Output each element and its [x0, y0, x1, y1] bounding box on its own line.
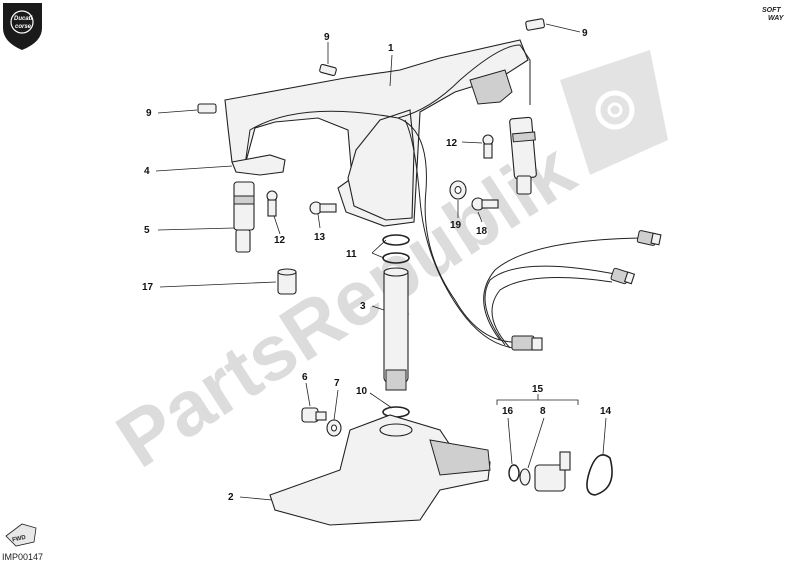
bolt-12-right	[482, 134, 494, 159]
bolt-18	[471, 197, 499, 211]
callout-15: 15	[532, 384, 544, 395]
corner-logo-line2: WAY	[768, 15, 785, 22]
o-ring-10	[382, 406, 410, 418]
bracket-15	[496, 394, 579, 405]
callout-16: 16	[502, 406, 514, 417]
callout-9-left: 9	[146, 108, 152, 119]
gear-icon	[595, 90, 635, 130]
callout-11: 11	[346, 249, 357, 260]
screw-9-left	[197, 103, 217, 114]
base-housing	[269, 414, 491, 526]
bolts	[197, 18, 545, 437]
callout-7: 7	[334, 378, 340, 389]
callout-19: 19	[450, 220, 462, 231]
watermark-flag-icon	[560, 50, 668, 175]
bushing-17	[277, 268, 297, 295]
washer-19	[449, 180, 467, 200]
callout-6: 6	[302, 372, 308, 383]
callout-1: 1	[388, 43, 394, 54]
hoses	[244, 44, 641, 349]
bolt-13	[309, 201, 337, 215]
connectors	[511, 230, 662, 351]
callout-4: 4	[144, 166, 150, 177]
clamp-bracket	[231, 154, 286, 176]
brand-logo: Ducati corse	[3, 3, 42, 50]
callout-12-right: 12	[446, 138, 458, 149]
callout-labels: 1 2 3 4 5 6 7 8 9 9 9 10 11 12 12 13 14 …	[142, 28, 612, 503]
callout-14: 14	[600, 406, 612, 417]
callout-9-top: 9	[324, 32, 330, 43]
callout-17: 17	[142, 282, 154, 293]
fwd-text: FWD	[12, 535, 27, 544]
callout-8: 8	[540, 406, 546, 417]
callout-5: 5	[144, 225, 150, 236]
screw-9-right	[525, 18, 545, 31]
corner-logo: SOFT WAY	[762, 7, 785, 22]
shaft-3	[383, 267, 409, 391]
callout-2: 2	[228, 492, 234, 503]
callout-3: 3	[360, 301, 366, 312]
fwd-badge: FWD	[5, 523, 37, 547]
callout-18: 18	[476, 226, 488, 237]
sensor-right	[509, 116, 537, 195]
washer-7	[326, 419, 342, 437]
logo-top-text: Ducati	[14, 16, 33, 22]
bolt-6	[301, 407, 327, 423]
drawing-code: IMP00147	[2, 552, 43, 562]
screw-9-top	[319, 63, 337, 77]
callout-13: 13	[314, 232, 326, 243]
callout-10: 10	[356, 386, 368, 397]
sensor-left	[233, 181, 255, 253]
leader-lines	[155, 23, 607, 501]
valve-assembly-15	[508, 451, 613, 496]
logo-bottom-text: corse	[15, 24, 32, 30]
callout-12-left: 12	[274, 235, 286, 246]
corner-logo-line1: SOFT	[762, 7, 781, 14]
callout-9-right: 9	[582, 28, 588, 39]
bolt-12-left	[266, 190, 278, 217]
